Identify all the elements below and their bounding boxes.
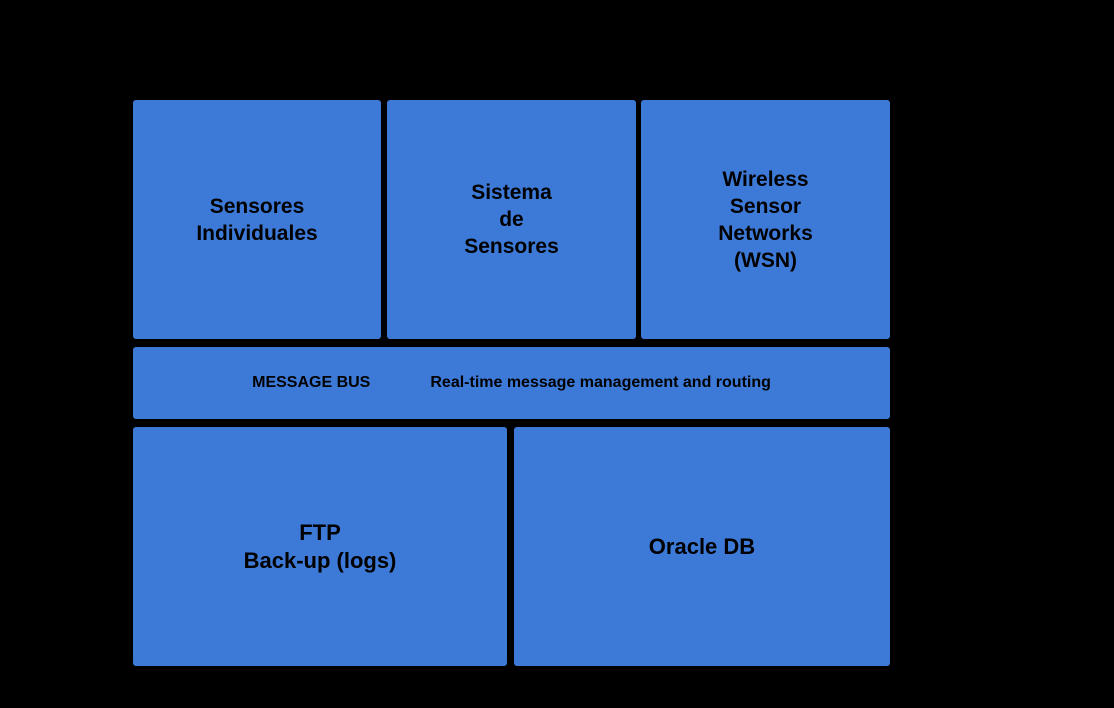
box-oracle-db-label: Oracle DB: [648, 533, 756, 559]
box-sistema-de-sensores: Sistema de Sensores: [387, 100, 636, 339]
box-sensores-individuales-label: Sensores Individuales: [196, 194, 318, 245]
box-sistema-de-sensores-label: Sistema de Sensores: [464, 181, 559, 258]
box-oracle-db: Oracle DB: [514, 427, 890, 666]
message-bus-description: Real-time message management and routing: [430, 374, 771, 391]
box-wireless-sensor-networks: Wireless Sensor Networks (WSN): [641, 100, 890, 339]
box-wireless-sensor-networks-label: Wireless Sensor Networks (WSN): [718, 167, 813, 272]
box-ftp-backup-logs-label: FTP Back-up (logs): [243, 519, 397, 573]
message-bus-label: MESSAGE BUS: [252, 374, 371, 391]
box-ftp-backup-logs: FTP Back-up (logs): [133, 427, 507, 666]
box-sensores-individuales: Sensores Individuales: [133, 100, 381, 339]
message-bus-bar: MESSAGE BUS Real-time message management…: [133, 347, 890, 419]
